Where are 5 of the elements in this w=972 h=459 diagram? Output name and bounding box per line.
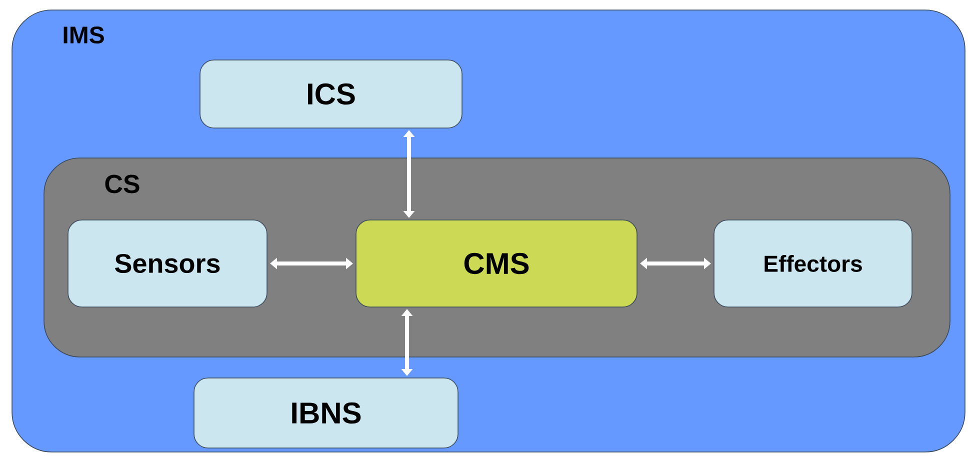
process-box: Effectors [714,220,912,308]
process-box: CMS [356,220,638,308]
process-box: ICS [200,60,462,128]
process-box: Sensors [68,220,268,308]
process-box: IBNS [194,378,458,448]
